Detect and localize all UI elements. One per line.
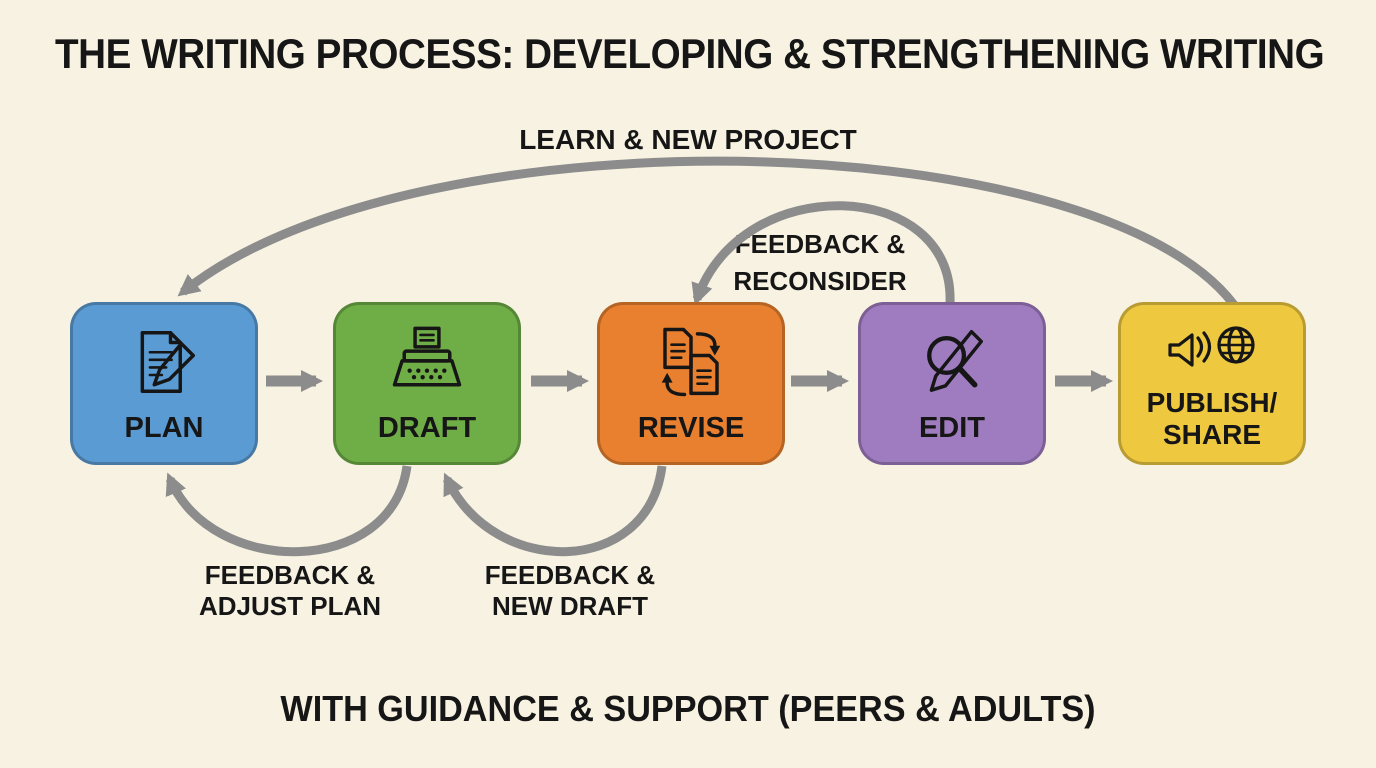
stage-revise: REVISE: [597, 302, 785, 465]
stage-label: EDIT: [918, 411, 986, 444]
stage-label: REVISE: [637, 411, 745, 444]
loop-label-feedback-reconsider: FEEDBACK & RECONSIDER: [733, 229, 907, 296]
documents-cycle-icon: [661, 327, 721, 397]
arrow-publish-to-plan: [177, 156, 1249, 325]
stage-publish-share: PUBLISH/ SHARE: [1118, 302, 1306, 465]
stage-label: PLAN: [124, 411, 204, 444]
loop-label-feedback-adjust-plan: FEEDBACK & ADJUST PLAN: [198, 560, 381, 621]
arrow-revise-to-draft: [442, 465, 667, 557]
loop-label-learn-new-project: LEARN & NEW PROJECT: [519, 124, 857, 155]
stage-label: PUBLISH/ SHARE: [1146, 387, 1278, 450]
page-title: THE WRITING PROCESS: DEVELOPING & STRENG…: [55, 30, 1325, 77]
document-pencil-icon: [140, 331, 195, 393]
stage-label: DRAFT: [377, 411, 477, 444]
arrow-edit-to-revise: [691, 201, 955, 306]
arrow-draft-to-plan: [165, 465, 412, 557]
stage-plan: PLAN: [70, 302, 258, 465]
typewriter-icon: [392, 326, 462, 387]
loop-label-feedback-new-draft: FEEDBACK & NEW DRAFT: [484, 560, 656, 621]
magnifier-pencil-icon: [927, 329, 983, 392]
megaphone-globe-icon: [1168, 326, 1255, 367]
footer-note: WITH GUIDANCE & SUPPORT (PEERS & ADULTS): [280, 688, 1096, 729]
stage-edit: EDIT: [858, 302, 1046, 465]
stage-draft: DRAFT: [333, 302, 521, 465]
